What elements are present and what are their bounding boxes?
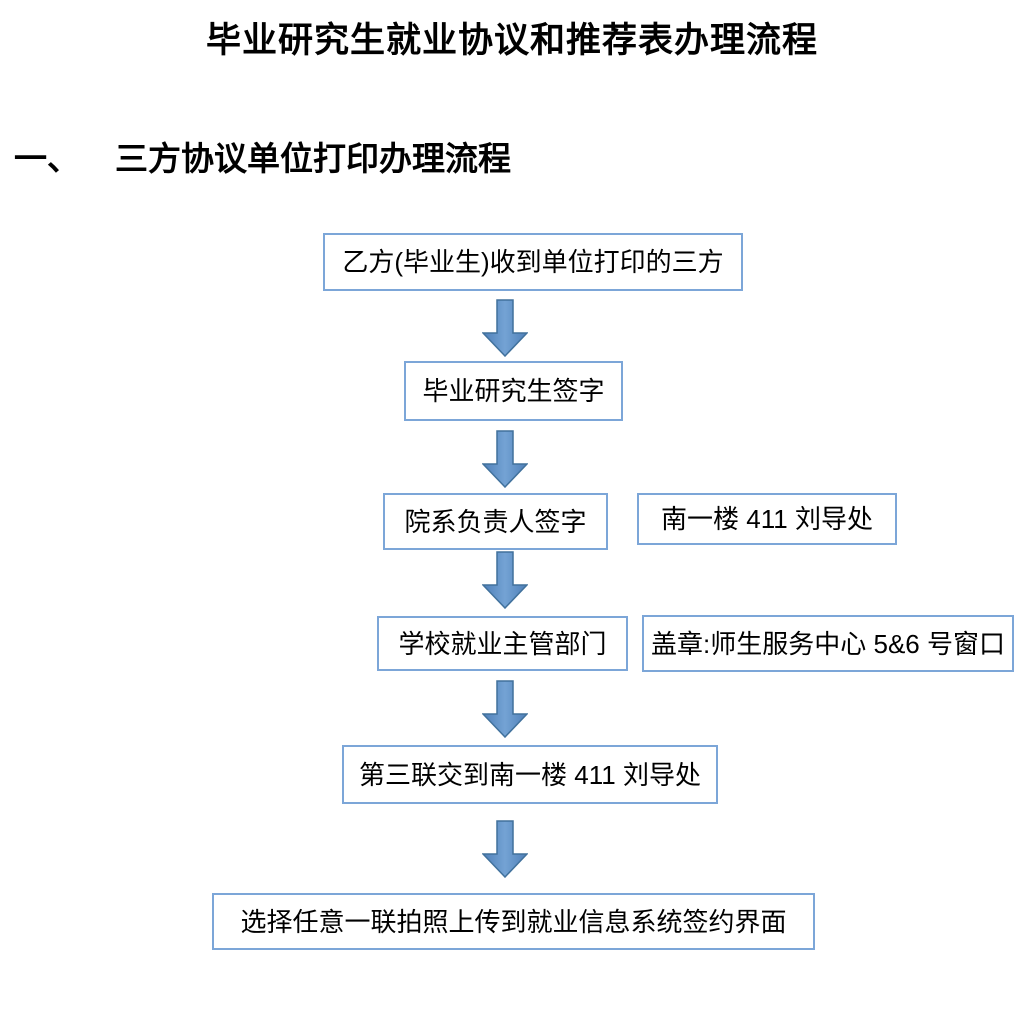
flow-step-label: 学校就业主管部门 (398, 628, 607, 659)
down-arrow-icon (482, 430, 528, 488)
note-box-location-411: 南一楼 411 刘导处 (637, 493, 897, 545)
note-label: 盖章:师生服务中心 5&6 号窗口 (651, 628, 1005, 659)
flow-step-school-employment-dept: 学校就业主管部门 (377, 616, 628, 671)
flow-step-graduate-sign: 毕业研究生签字 (404, 361, 623, 421)
flow-step-upload-photo: 选择任意一联拍照上传到就业信息系统签约界面 (212, 893, 815, 950)
flow-step-label: 选择任意一联拍照上传到就业信息系统签约界面 (240, 906, 787, 937)
section-heading: 三方协议单位打印办理流程 (115, 140, 511, 177)
flow-step-department-head-sign: 院系负责人签字 (383, 493, 608, 550)
flow-step-submit-third-copy: 第三联交到南一楼 411 刘导处 (342, 745, 718, 804)
section-number: 一、 (14, 140, 80, 177)
flow-step-label: 毕业研究生签字 (422, 376, 605, 406)
down-arrow-icon (482, 551, 528, 609)
flow-step-label: 乙方(毕业生)收到单位打印的三方 (342, 247, 724, 277)
down-arrow-icon (482, 820, 528, 878)
flow-step-label: 第三联交到南一楼 411 刘导处 (359, 759, 701, 790)
page-title: 毕业研究生就业协议和推荐表办理流程 (205, 21, 818, 60)
flow-step-receive-agreement: 乙方(毕业生)收到单位打印的三方 (323, 233, 743, 291)
down-arrow-icon (482, 680, 528, 738)
flow-step-label: 院系负责人签字 (404, 506, 587, 537)
down-arrow-icon (482, 299, 528, 357)
note-label: 南一楼 411 刘导处 (661, 504, 873, 534)
note-box-stamp-service-center: 盖章:师生服务中心 5&6 号窗口 (642, 615, 1014, 672)
